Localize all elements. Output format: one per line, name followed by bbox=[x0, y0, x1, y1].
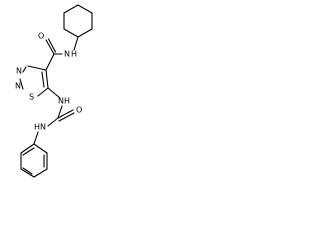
phenyl-ring bbox=[20, 143, 48, 178]
thiadiazole-ring bbox=[19, 65, 49, 97]
ring-nitrogen-top-label: N bbox=[16, 67, 22, 76]
chemical-structure-diagram: O N H N N S NH O HN bbox=[15, 4, 93, 178]
nh-linker-label: NH bbox=[58, 97, 70, 106]
cyclohexyl-ring bbox=[63, 4, 93, 38]
nh-linker-bonds bbox=[47, 87, 63, 119]
urea-bonds bbox=[33, 109, 75, 145]
amide-bonds bbox=[45, 36, 79, 71]
amide-oxygen-label: O bbox=[38, 32, 44, 41]
ring-sulfur-label: S bbox=[29, 93, 34, 102]
hn-linker-label: HN bbox=[34, 123, 46, 132]
urea-oxygen-label: O bbox=[76, 106, 82, 115]
amide-hydrogen-label: H bbox=[71, 50, 77, 59]
amide-nitrogen-label: N bbox=[64, 50, 70, 59]
ring-nitrogen-bottom-label: N bbox=[15, 82, 21, 91]
